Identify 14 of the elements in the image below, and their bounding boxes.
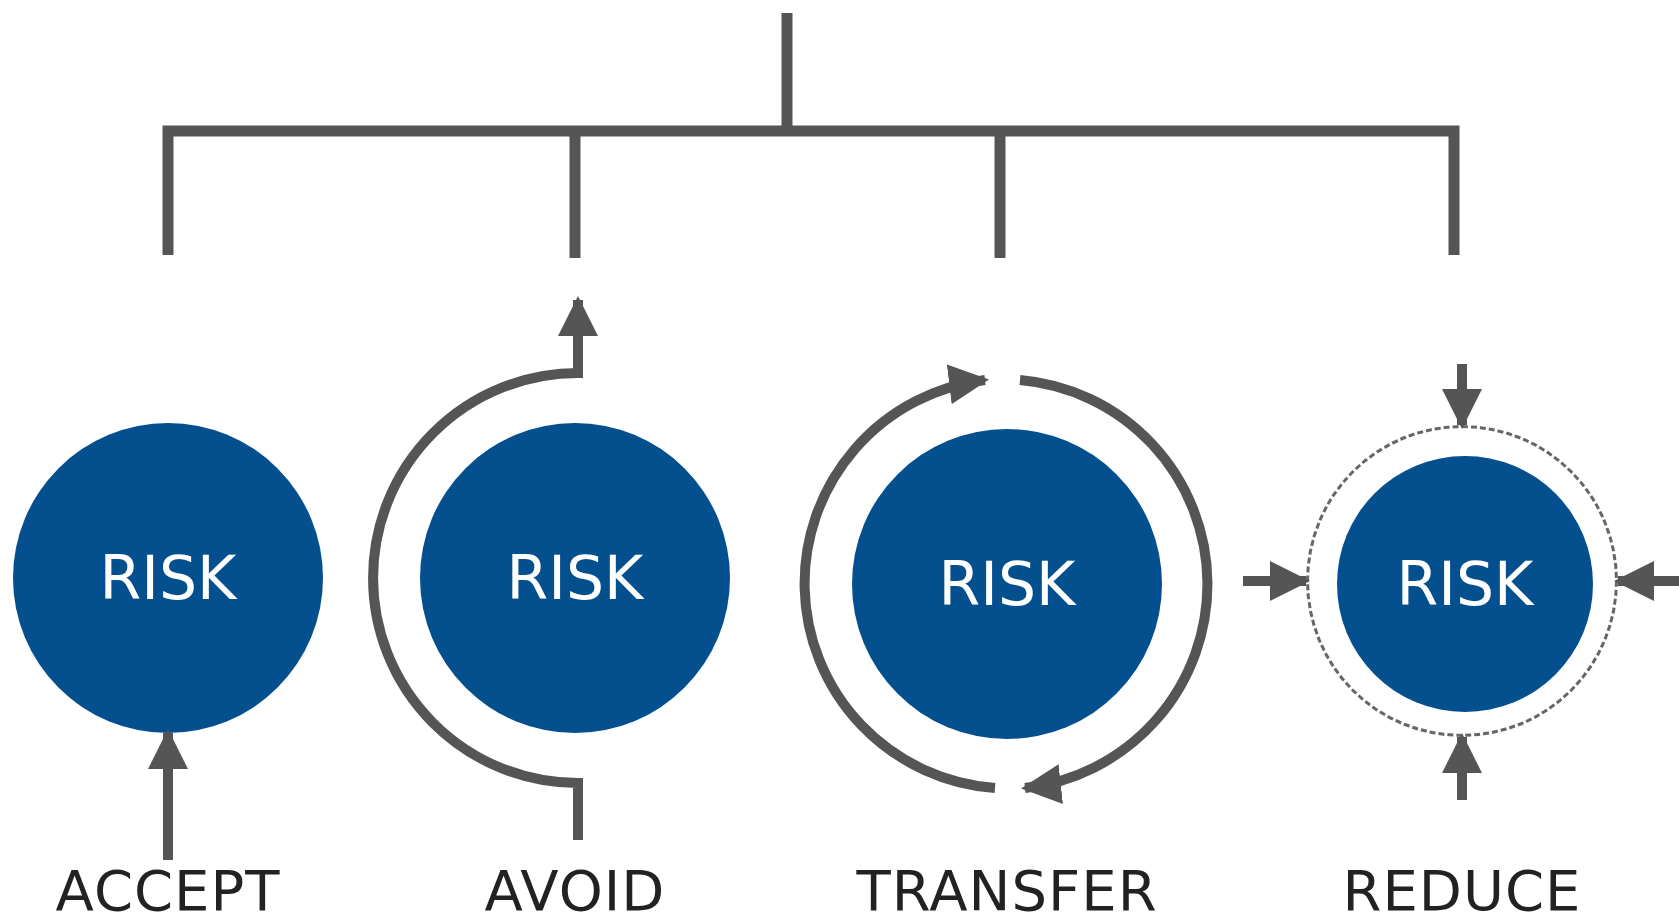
strategy-label: REDUCE: [1342, 858, 1582, 919]
arrow: [1614, 561, 1679, 601]
risk-label: RISK: [1396, 549, 1534, 619]
risk-label: RISK: [506, 543, 644, 613]
arrow: [148, 729, 188, 860]
strategy-label: TRANSFER: [856, 858, 1158, 919]
risk-label: RISK: [99, 543, 237, 613]
risk-label: RISK: [938, 549, 1076, 619]
arrow: [1442, 733, 1482, 800]
dashed-circle: [1306, 425, 1618, 737]
strategy-label: ACCEPT: [55, 858, 281, 919]
arrow: [1442, 364, 1482, 429]
arrow: [1243, 561, 1310, 601]
strategy-label: AVOID: [484, 858, 666, 919]
